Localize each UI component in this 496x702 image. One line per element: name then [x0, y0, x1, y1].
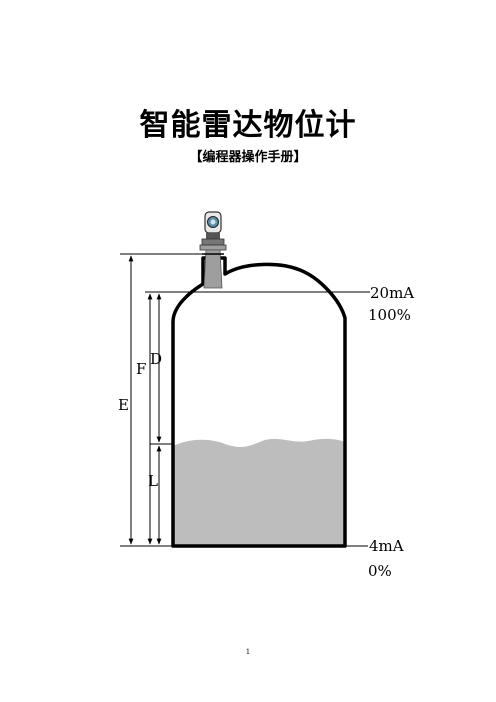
- tank-outline: [171, 256, 347, 548]
- page-number: 1: [245, 648, 251, 656]
- label-L: L: [148, 472, 158, 490]
- output-high-current: 20mA: [370, 284, 414, 302]
- output-high-percent: 100%: [368, 306, 411, 324]
- radar-sensor-icon: [199, 211, 227, 289]
- label-E: E: [118, 396, 129, 414]
- output-low-current: 4mA: [369, 537, 404, 555]
- document-title: 智能雷达物位计: [139, 108, 357, 143]
- liquid-fill: [173, 438, 345, 546]
- output-low-percent: 0%: [368, 562, 392, 580]
- document-subtitle: 【编程器操作手册】: [189, 150, 307, 165]
- label-D: D: [150, 350, 162, 368]
- label-F: F: [136, 360, 146, 378]
